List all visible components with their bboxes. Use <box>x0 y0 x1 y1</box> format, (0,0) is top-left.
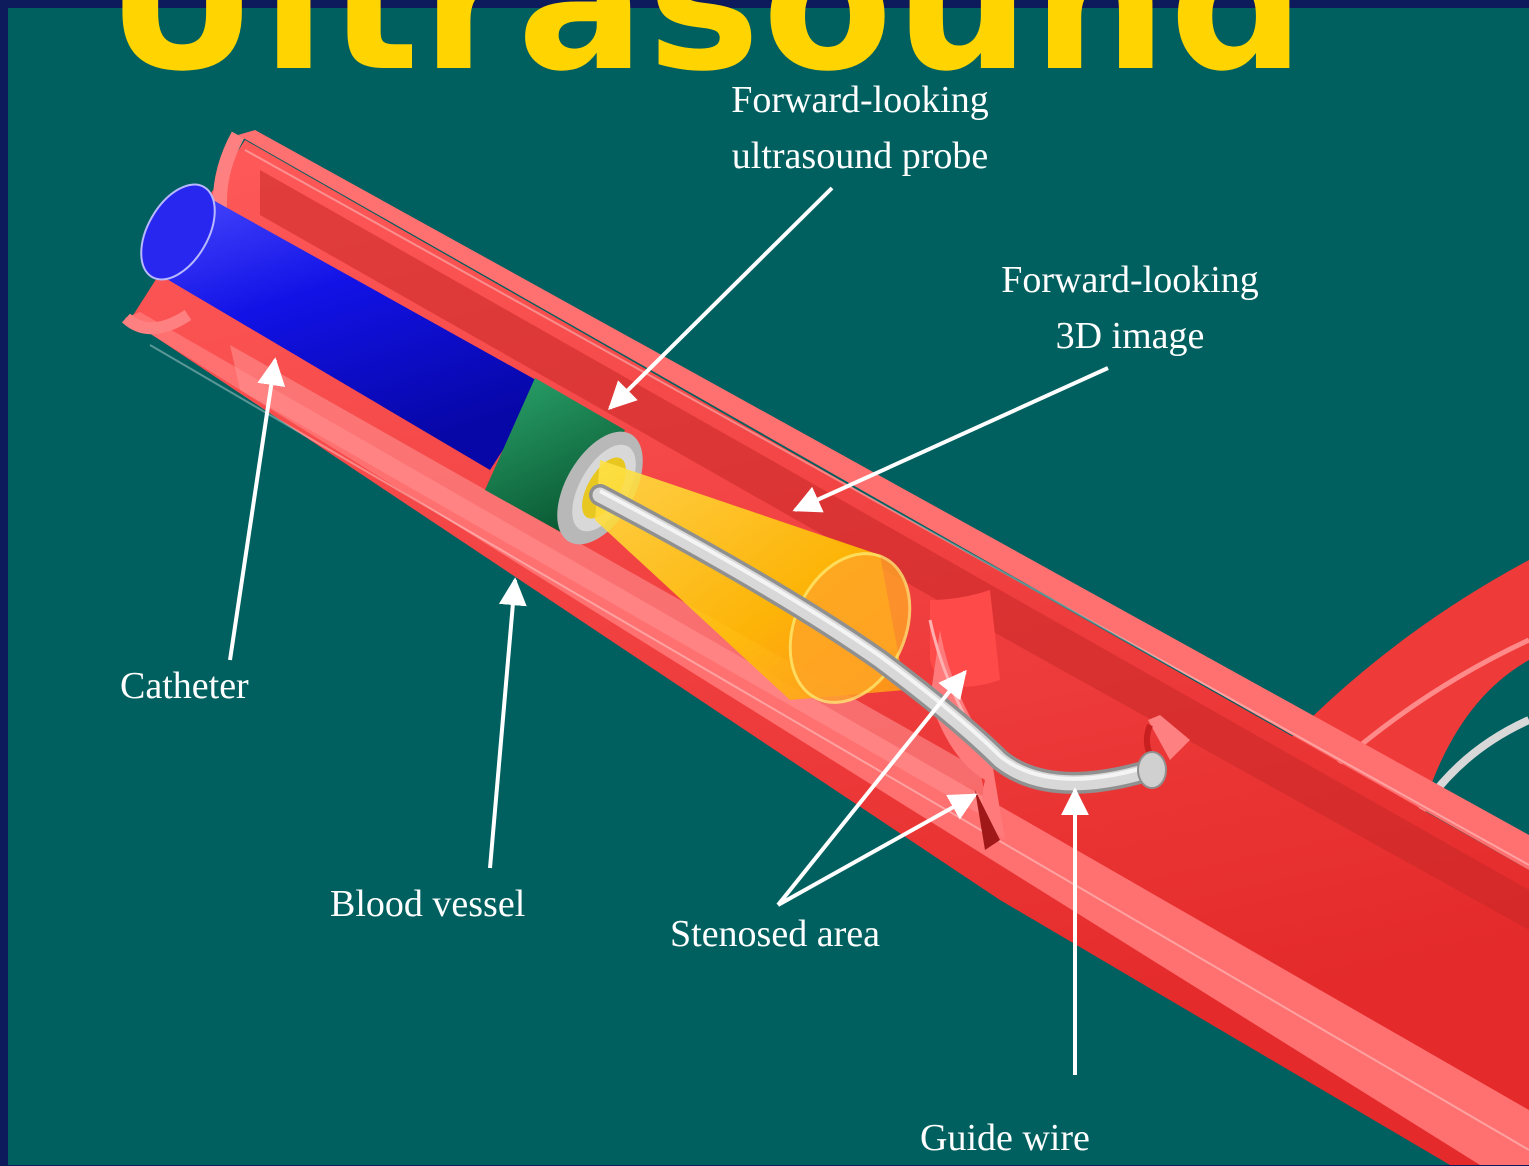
probe-label: Forward-looking ultrasound probe <box>660 72 1060 184</box>
guidewire-label: Guide wire <box>920 1110 1190 1166</box>
catheter-label: Catheter <box>120 658 340 714</box>
image3d-label: Forward-looking 3D image <box>940 252 1320 364</box>
stenosis-label: Stenosed area <box>670 906 1000 962</box>
image3d-arrow <box>795 368 1108 510</box>
vessel-arrow <box>490 580 515 868</box>
probe-arrow <box>610 188 832 408</box>
vessel-label: Blood vessel <box>330 876 640 932</box>
